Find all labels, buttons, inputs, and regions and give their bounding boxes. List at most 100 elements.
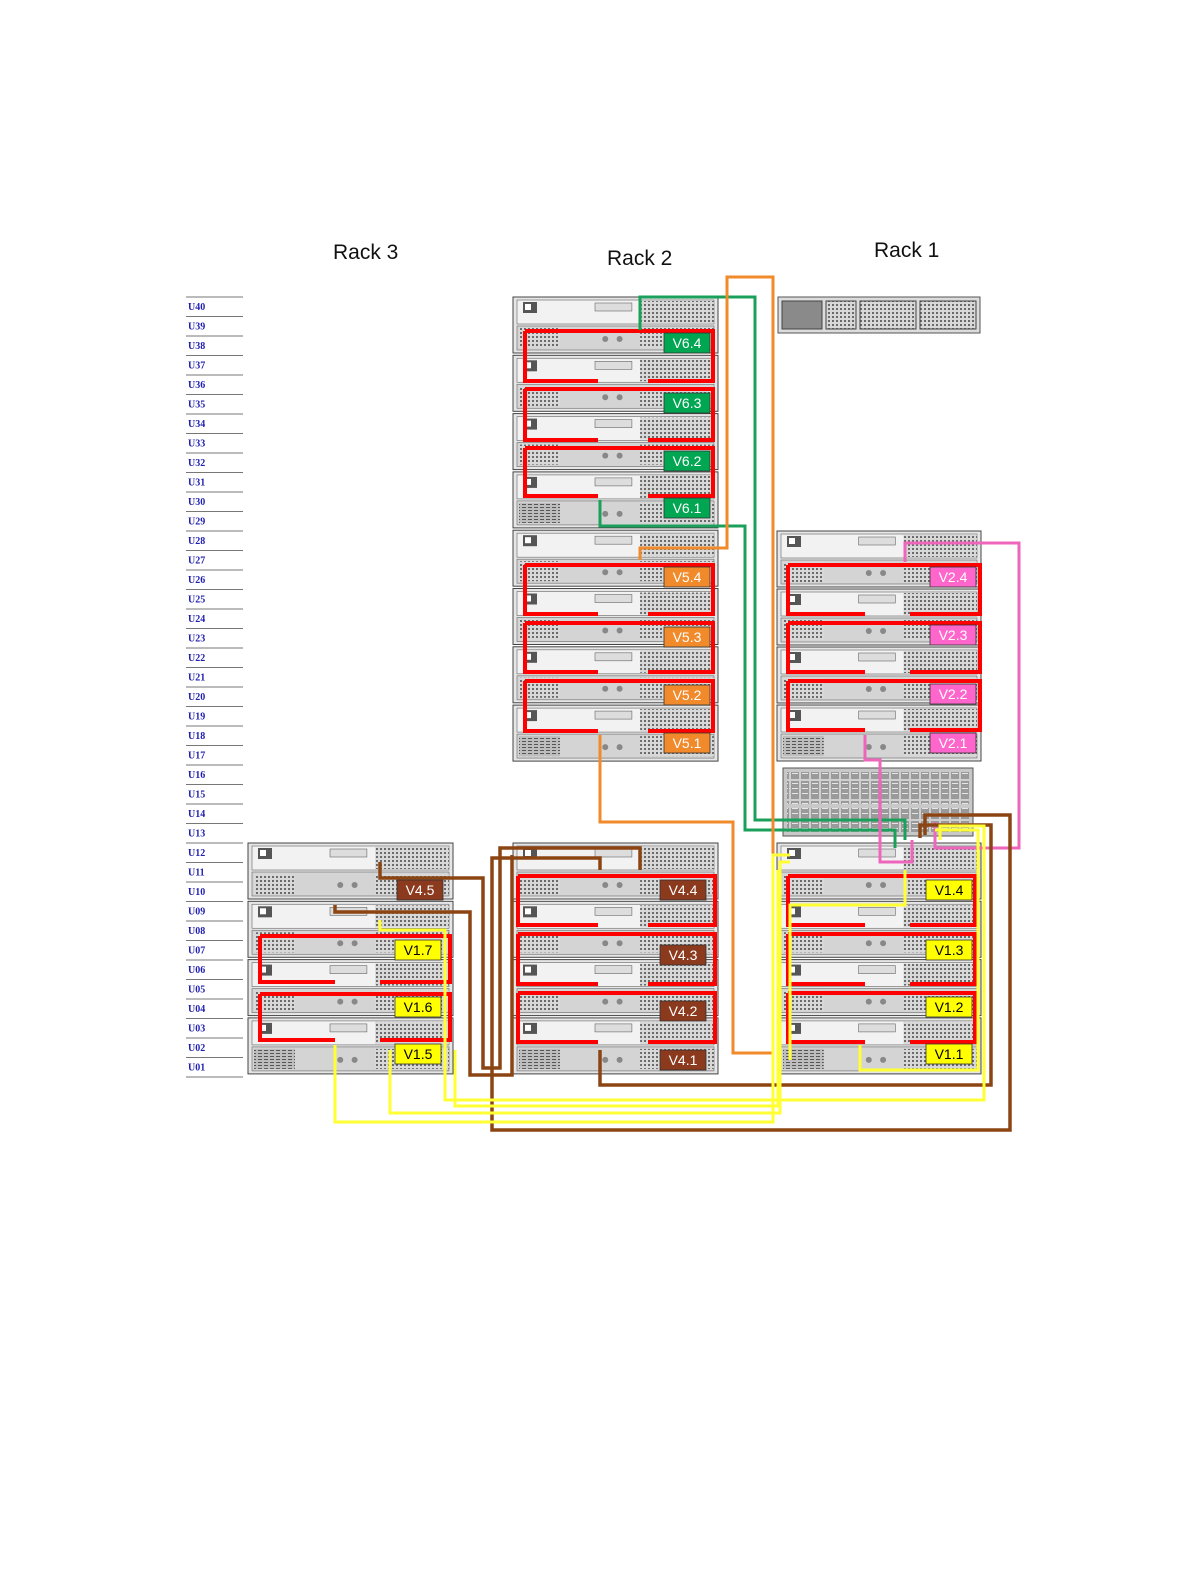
volume-label-V1-1: V1.1 bbox=[925, 1043, 973, 1065]
u-label: U22 bbox=[188, 653, 205, 664]
cables-v1-yellow bbox=[333, 824, 986, 1124]
volume-label-text: V5.4 bbox=[673, 569, 702, 585]
u-label: U35 bbox=[188, 400, 205, 411]
u-label: U36 bbox=[188, 380, 205, 391]
u-label: U15 bbox=[188, 790, 205, 801]
cables-v2-pink bbox=[863, 541, 1021, 864]
volume-label-text: V6.3 bbox=[673, 395, 702, 411]
u-label: U02 bbox=[188, 1043, 205, 1054]
u-label: U23 bbox=[188, 634, 205, 645]
cables-v4-brown bbox=[333, 813, 1012, 1132]
u-label: U01 bbox=[188, 1063, 205, 1074]
volume-labels: V6.4V6.3V6.2V6.1V5.4V5.3V5.2V5.1V4.4V4.3… bbox=[394, 332, 977, 1071]
volume-label-V5-2: V5.2 bbox=[663, 684, 711, 706]
volume-label-text: V4.4 bbox=[669, 882, 698, 898]
u-label: U08 bbox=[188, 926, 205, 937]
volume-label-V1-3: V1.3 bbox=[925, 939, 973, 961]
u-label: U18 bbox=[188, 731, 205, 742]
rack2-title: Rack 2 bbox=[607, 247, 672, 270]
volume-label-text: V4.5 bbox=[406, 882, 435, 898]
u-label: U07 bbox=[188, 946, 205, 957]
volume-label-text: V2.2 bbox=[939, 686, 968, 702]
volume-label-text: V6.4 bbox=[673, 335, 702, 351]
u-label: U31 bbox=[188, 478, 205, 489]
volume-label-V2-4: V2.4 bbox=[929, 566, 977, 588]
u-label: U38 bbox=[188, 341, 205, 352]
volume-label-V1-7: V1.7 bbox=[394, 939, 442, 961]
u-label: U28 bbox=[188, 536, 205, 547]
cables-v6-green bbox=[598, 295, 907, 848]
volume-label-V4-1: V4.1 bbox=[659, 1049, 707, 1071]
u-label: U10 bbox=[188, 887, 205, 898]
volume-label-text: V5.2 bbox=[673, 687, 702, 703]
volume-label-text: V1.1 bbox=[935, 1046, 964, 1062]
volume-label-V1-2: V1.2 bbox=[925, 996, 973, 1018]
volume-label-text: V1.5 bbox=[404, 1046, 433, 1062]
u-label: U06 bbox=[188, 965, 205, 976]
u-position-ruler: U40U39U38U37U36U35U34U33U32U31U30U29U28U… bbox=[186, 296, 243, 1078]
u-label: U19 bbox=[188, 712, 205, 723]
u-label: U13 bbox=[188, 829, 205, 840]
volume-label-V5-1: V5.1 bbox=[663, 732, 711, 754]
volume-label-text: V4.2 bbox=[669, 1003, 698, 1019]
u-label: U04 bbox=[188, 1004, 205, 1015]
enclosure-shelves bbox=[247, 296, 982, 1075]
volume-label-text: V2.4 bbox=[939, 569, 968, 585]
u-label: U30 bbox=[188, 497, 205, 508]
u-label: U25 bbox=[188, 595, 205, 606]
volume-label-V2-3: V2.3 bbox=[929, 624, 977, 646]
volume-label-text: V1.6 bbox=[404, 999, 433, 1015]
volume-label-text: V1.4 bbox=[935, 882, 964, 898]
volume-label-text: V1.2 bbox=[935, 999, 964, 1015]
u-label: U34 bbox=[188, 419, 205, 430]
volume-label-text: V2.1 bbox=[939, 735, 968, 751]
volume-label-V6-2: V6.2 bbox=[663, 450, 711, 472]
volume-outlines bbox=[258, 329, 982, 1044]
volume-label-V6-1: V6.1 bbox=[663, 497, 711, 519]
volume-label-V1-5: V1.5 bbox=[394, 1043, 442, 1065]
volume-label-V2-1: V2.1 bbox=[929, 732, 977, 754]
u-label: U26 bbox=[188, 575, 205, 586]
volume-label-V1-6: V1.6 bbox=[394, 996, 442, 1018]
u-label: U05 bbox=[188, 985, 205, 996]
cables-v5-orange bbox=[598, 275, 775, 1055]
u-label: U16 bbox=[188, 770, 205, 781]
u-label: U17 bbox=[188, 751, 205, 762]
volume-label-text: V4.1 bbox=[669, 1052, 698, 1068]
u-label: U32 bbox=[188, 458, 205, 469]
volume-label-V4-3: V4.3 bbox=[659, 944, 707, 966]
u-label: U33 bbox=[188, 439, 205, 450]
volume-label-text: V2.3 bbox=[939, 627, 968, 643]
u-label: U11 bbox=[188, 868, 205, 879]
rack3-title: Rack 3 bbox=[333, 241, 398, 264]
u-label: U14 bbox=[188, 809, 205, 820]
volume-label-text: V4.3 bbox=[669, 947, 698, 963]
u-label: U12 bbox=[188, 848, 205, 859]
volume-label-V1-4: V1.4 bbox=[925, 879, 973, 901]
u-label: U27 bbox=[188, 556, 205, 567]
u-label: U03 bbox=[188, 1024, 205, 1035]
u-label: U29 bbox=[188, 517, 205, 528]
volume-label-V4-2: V4.2 bbox=[659, 1000, 707, 1022]
volume-label-V4-4: V4.4 bbox=[659, 879, 707, 901]
controller-shelf bbox=[512, 704, 719, 762]
volume-label-text: V1.3 bbox=[935, 942, 964, 958]
u-label: U20 bbox=[188, 692, 205, 703]
volume-label-V5-4: V5.4 bbox=[663, 566, 711, 588]
volume-label-V4-5: V4.5 bbox=[396, 879, 444, 901]
u-label: U39 bbox=[188, 322, 205, 333]
volume-label-text: V6.1 bbox=[673, 500, 702, 516]
u-label: U09 bbox=[188, 907, 205, 918]
volume-label-V5-3: V5.3 bbox=[663, 626, 711, 648]
u-label: U40 bbox=[188, 302, 205, 313]
volume-label-text: V5.3 bbox=[673, 629, 702, 645]
u-label: U24 bbox=[188, 614, 205, 625]
u-label: U21 bbox=[188, 673, 205, 684]
volume-label-text: V5.1 bbox=[673, 735, 702, 751]
volume-label-text: V6.2 bbox=[673, 453, 702, 469]
volume-label-V2-2: V2.2 bbox=[929, 683, 977, 705]
volume-label-V6-3: V6.3 bbox=[663, 392, 711, 414]
u-label: U37 bbox=[188, 361, 205, 372]
rack1-top-server bbox=[777, 296, 981, 334]
